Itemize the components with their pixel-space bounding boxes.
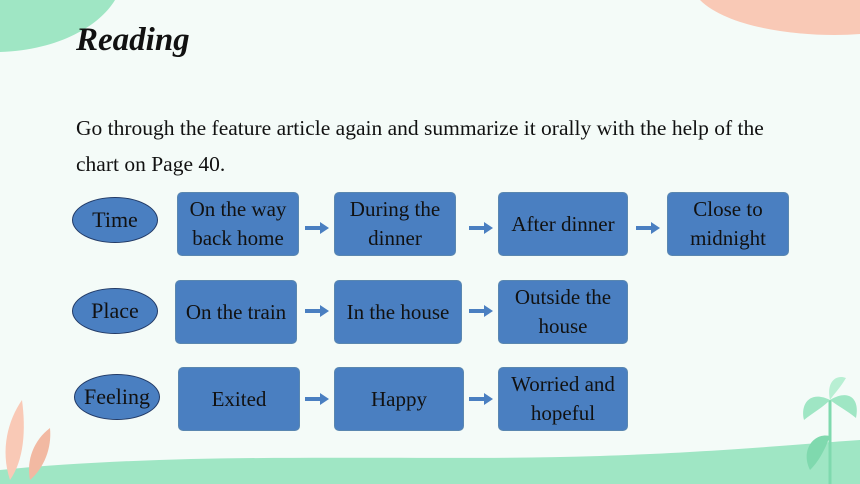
instructions-text: Go through the feature article again and…	[76, 116, 764, 176]
right-arrow-icon	[636, 222, 660, 234]
feeling-step-3: Worried and hopeful	[498, 367, 628, 431]
right-arrow-icon	[469, 393, 493, 405]
place-step-1: On the train	[175, 280, 297, 344]
time-step-2: During the dinner	[334, 192, 456, 256]
row-label-feeling: Feeling	[74, 374, 160, 420]
left-leaf-decoration	[5, 400, 51, 480]
feeling-step-2: Happy	[334, 367, 464, 431]
place-step-2: In the house	[334, 280, 462, 344]
time-step-1: On the way back home	[177, 192, 299, 256]
right-arrow-icon	[305, 222, 329, 234]
slide-title: Reading	[76, 22, 190, 58]
right-arrow-icon	[469, 305, 493, 317]
place-step-3: Outside the house	[498, 280, 628, 344]
top-left-blob-decoration	[0, 0, 115, 52]
top-right-blob-decoration	[700, 0, 860, 35]
row-label-time: Time	[72, 197, 158, 243]
right-arrow-icon	[305, 305, 329, 317]
right-arrow-icon	[469, 222, 493, 234]
right-arrow-icon	[305, 393, 329, 405]
feeling-step-1: Exited	[178, 367, 300, 431]
bottom-wave-decoration	[0, 440, 860, 484]
time-step-4: Close to midnight	[667, 192, 789, 256]
row-label-place: Place	[72, 288, 158, 334]
right-palm-leaf-decoration	[803, 376, 857, 484]
time-step-3: After dinner	[498, 192, 628, 256]
